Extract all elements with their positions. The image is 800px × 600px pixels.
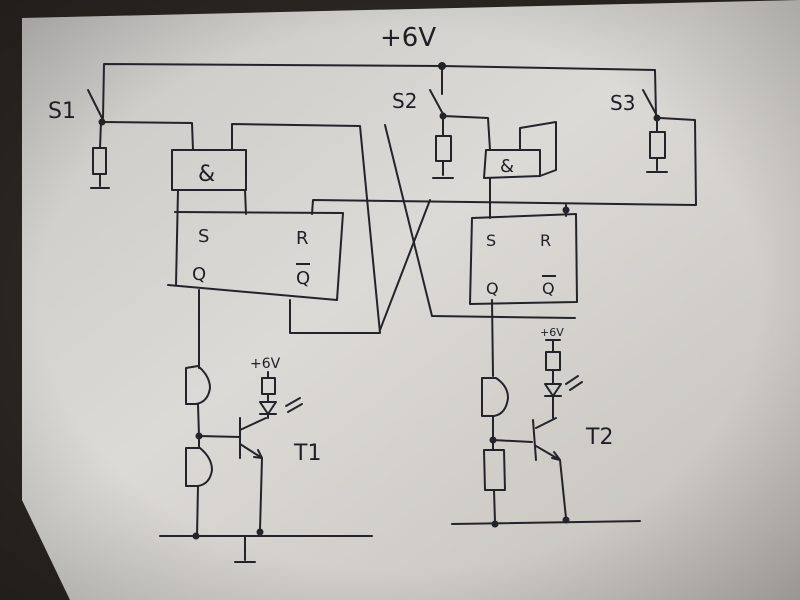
and-gate-1-label: & [198, 162, 215, 187]
transistor-t1-label: T1 [293, 441, 321, 466]
flipflop-1-qbar-label: Q [296, 268, 310, 289]
transistor-t2-label: T2 [585, 425, 613, 450]
flipflop-1-set-label: S [198, 226, 209, 247]
led-2 [544, 369, 562, 419]
switch-s2-label: S2 [392, 89, 417, 113]
led-1 [259, 393, 277, 419]
flipflop-2-reset-label: R [540, 231, 551, 250]
relay-1-lower [185, 447, 213, 487]
switch-s3 [642, 89, 657, 115]
flipflop-1-q-label: Q [192, 264, 206, 285]
relay-2-lower [483, 449, 506, 491]
flipflop-2-qbar-label: Q [542, 279, 555, 298]
flipflop-1-reset-label: R [296, 228, 309, 249]
switch-s2 [429, 89, 444, 115]
led-2-supply-label: +6V [540, 326, 564, 339]
relay-2-upper [481, 377, 509, 417]
switch-s1 [87, 89, 103, 119]
ground-rail-2 [451, 520, 641, 525]
supply-label: +6V [380, 23, 436, 53]
switch-s3-label: S3 [610, 91, 635, 115]
flipflop-2 [469, 213, 578, 305]
transistor-t1-base [239, 417, 267, 459]
flipflop-2-set-label: S [486, 231, 496, 250]
transistor-t2-base [532, 417, 561, 461]
flipflop-1 [167, 211, 344, 301]
circuit-drawing [87, 62, 697, 563]
and-gate-1 [171, 149, 247, 191]
and-gate-2-label: & [500, 156, 514, 177]
led-1-supply-label: +6V [250, 356, 281, 372]
switch-s1-label: S1 [48, 99, 76, 124]
flipflop-2-q-label: Q [486, 279, 499, 298]
